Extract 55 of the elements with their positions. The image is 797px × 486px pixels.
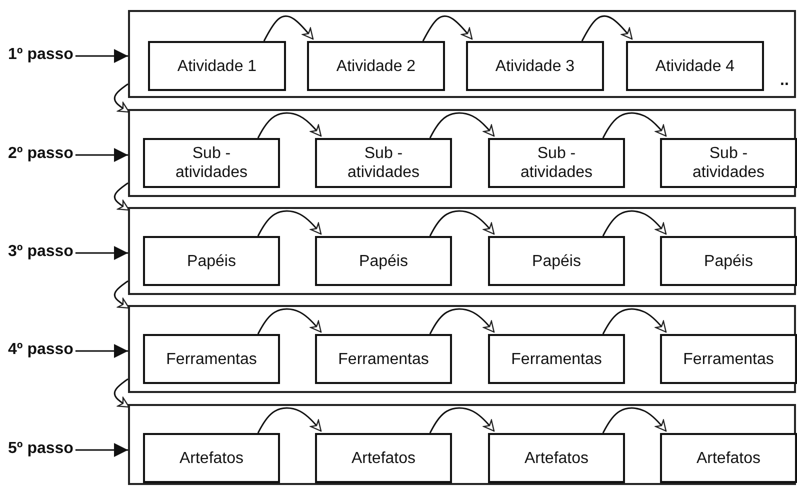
- activity-box: Sub - atividades: [143, 138, 280, 188]
- step-panel: [128, 404, 796, 485]
- activity-box: Artefatos: [143, 433, 280, 483]
- activity-box: Ferramentas: [660, 334, 797, 384]
- activity-box: Papéis: [660, 236, 797, 286]
- step-panel: [128, 305, 796, 393]
- curved-arrow: [114, 83, 130, 113]
- step-panel: [128, 10, 796, 98]
- curved-arrow: [429, 407, 495, 434]
- curved-arrow: [257, 308, 322, 334]
- activity-box: Artefatos: [660, 433, 797, 483]
- curved-arrow: [257, 407, 322, 434]
- arrow: [75, 49, 128, 63]
- step-label: 4º passo: [8, 341, 74, 359]
- activity-box: Papéis: [143, 236, 280, 286]
- arrow: [75, 246, 128, 260]
- curved-arrow: [114, 280, 130, 309]
- activity-box: Artefatos: [315, 433, 452, 483]
- step-panel: [128, 109, 796, 197]
- activity-box: Ferramentas: [488, 334, 625, 384]
- step-label: 3º passo: [8, 243, 74, 261]
- activity-box: Atividade 3: [466, 41, 604, 91]
- activity-box: Atividade 4: [626, 41, 764, 91]
- curved-arrow: [257, 210, 322, 236]
- curved-arrow: [602, 112, 667, 138]
- curved-arrow: [429, 210, 495, 236]
- curved-arrow: [429, 308, 495, 334]
- activity-box: Papéis: [315, 236, 452, 286]
- arrow: [75, 443, 128, 457]
- activity-box: Papéis: [488, 236, 625, 286]
- activity-box: Sub - atividades: [660, 138, 797, 188]
- step-label: 1º passo: [8, 46, 74, 64]
- curved-arrow: [114, 182, 130, 211]
- arrow: [75, 344, 128, 358]
- curved-arrow: [429, 112, 495, 138]
- curved-arrow: [114, 378, 130, 408]
- step-label: 2º passo: [8, 145, 74, 163]
- activity-box: Sub - atividades: [315, 138, 452, 188]
- activity-box: Sub - atividades: [488, 138, 625, 188]
- curved-arrow: [602, 308, 667, 334]
- activity-box: Artefatos: [488, 433, 625, 483]
- curved-arrow: [257, 112, 322, 138]
- activity-box: Atividade 2: [307, 41, 445, 91]
- step-panel: [128, 207, 796, 295]
- activity-box: Ferramentas: [315, 334, 452, 384]
- curved-arrow: [422, 15, 473, 42]
- curved-arrow: [602, 210, 667, 236]
- curved-arrow: [581, 15, 633, 42]
- activity-box: Ferramentas: [143, 334, 280, 384]
- ellipsis-mark: ..: [780, 72, 789, 90]
- curved-arrow: [602, 407, 667, 434]
- curved-arrow: [263, 15, 314, 42]
- step-label: 5º passo: [8, 440, 74, 458]
- activity-box: Atividade 1: [148, 41, 286, 91]
- arrow: [75, 148, 128, 162]
